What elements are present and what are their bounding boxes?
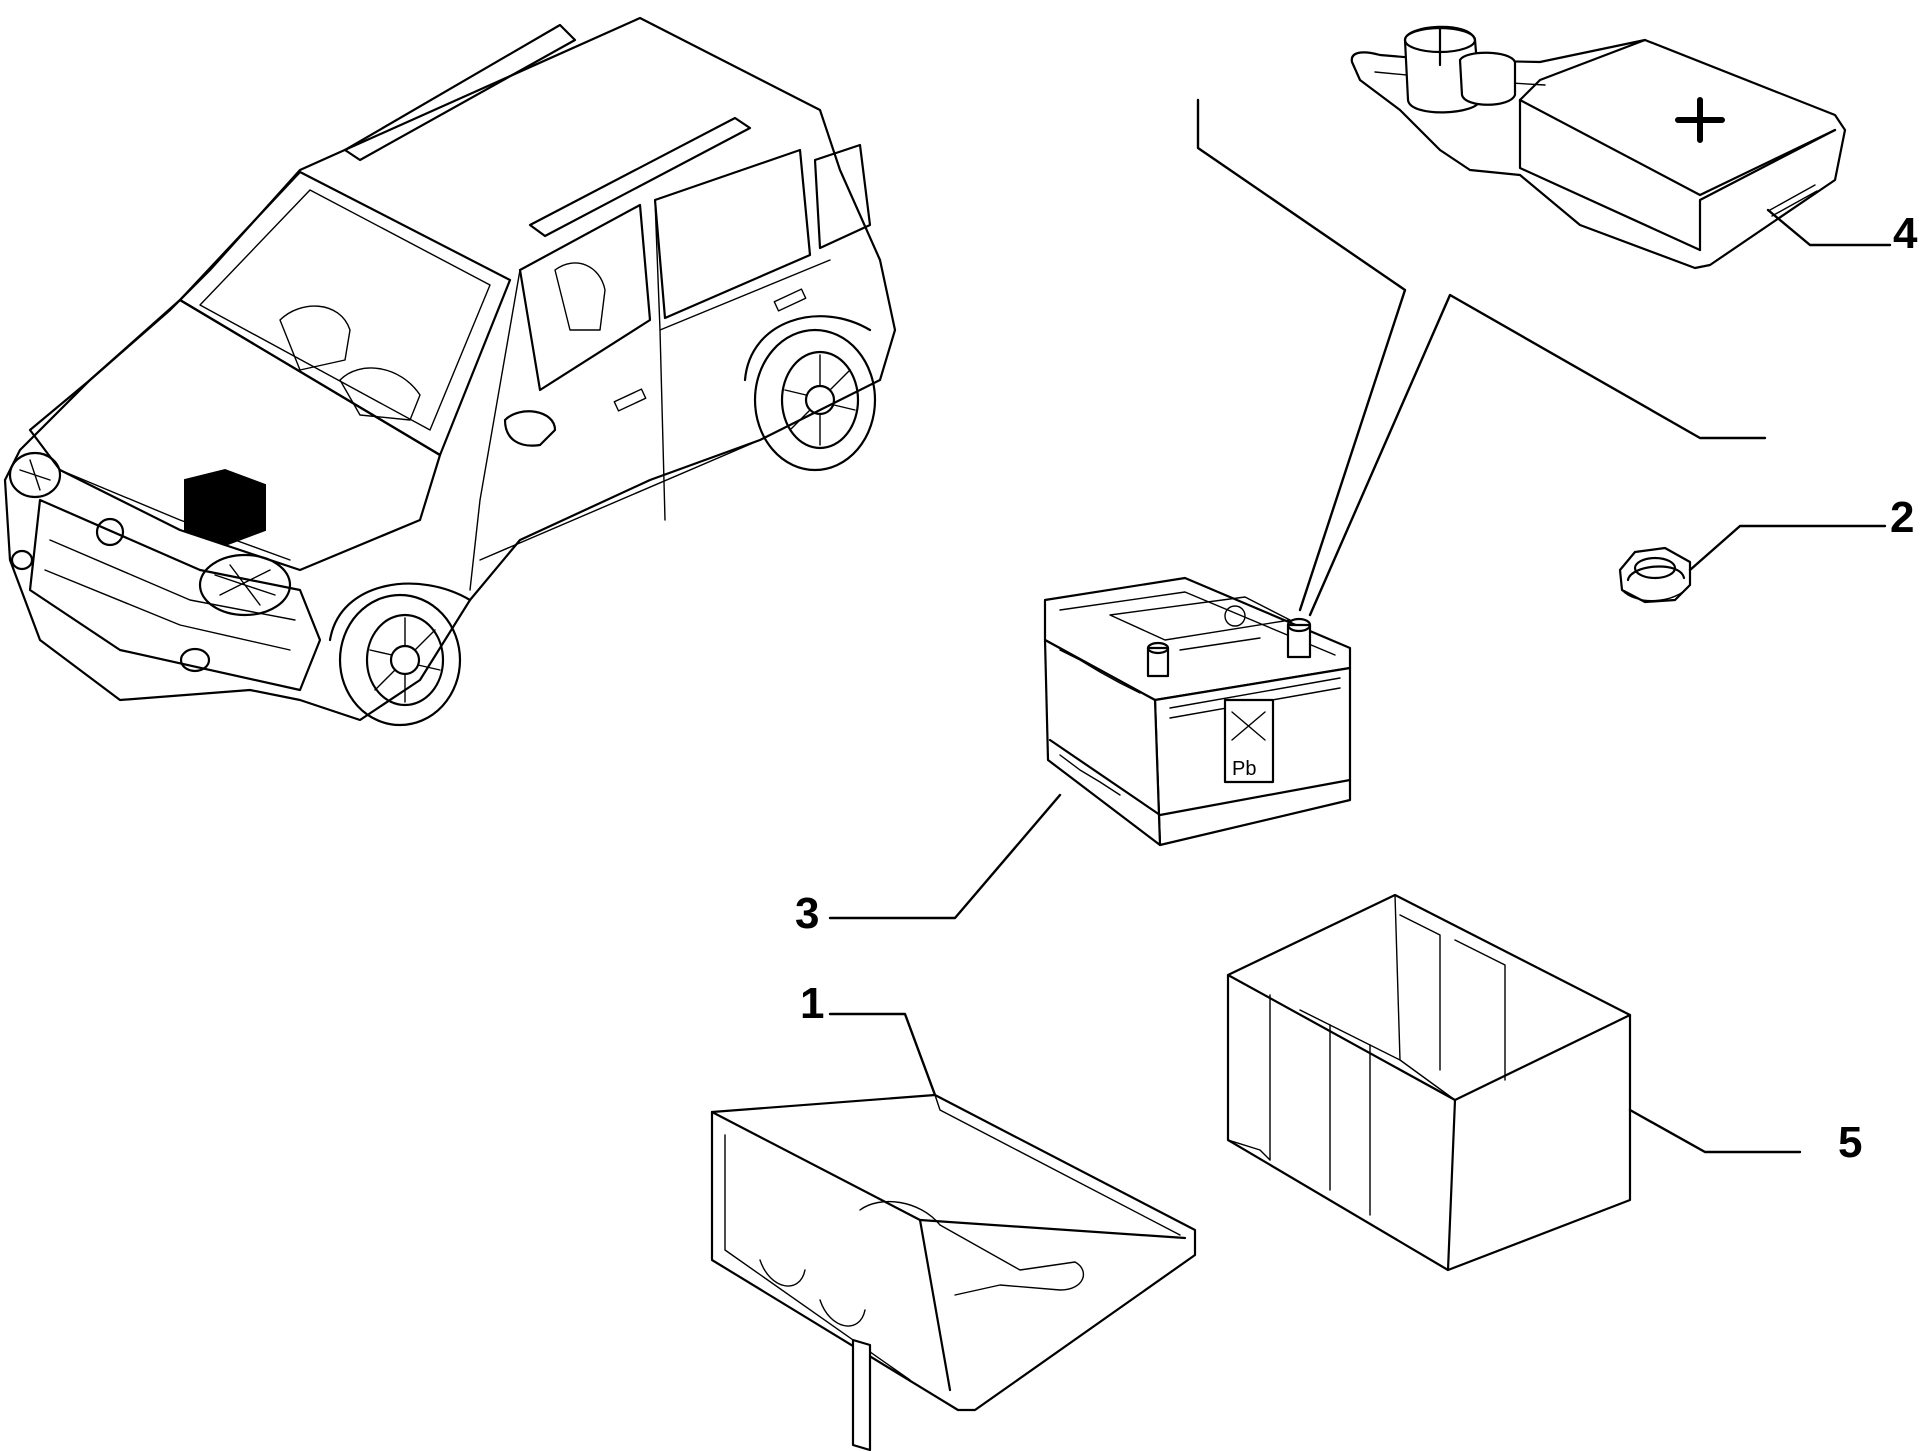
callout-3: 3 — [795, 889, 819, 938]
callout-5: 5 — [1838, 1118, 1862, 1167]
callout-labels: 4 2 3 1 5 — [795, 209, 1918, 1167]
callout-1: 1 — [800, 979, 824, 1028]
callout-2: 2 — [1890, 493, 1914, 542]
part-4-terminal-cover — [1350, 25, 1847, 270]
battery-location-marker — [184, 468, 266, 547]
part-3-battery: Pb — [1043, 576, 1352, 847]
battery-marking-text: Pb — [1232, 758, 1256, 780]
part-2-nut — [1618, 546, 1692, 604]
leader-lines — [828, 98, 1892, 1154]
part-1-battery-tray — [710, 1093, 1197, 1451]
callout-4: 4 — [1893, 209, 1918, 258]
part-5-battery-box — [1226, 893, 1632, 1272]
car-illustration — [3, 16, 897, 727]
